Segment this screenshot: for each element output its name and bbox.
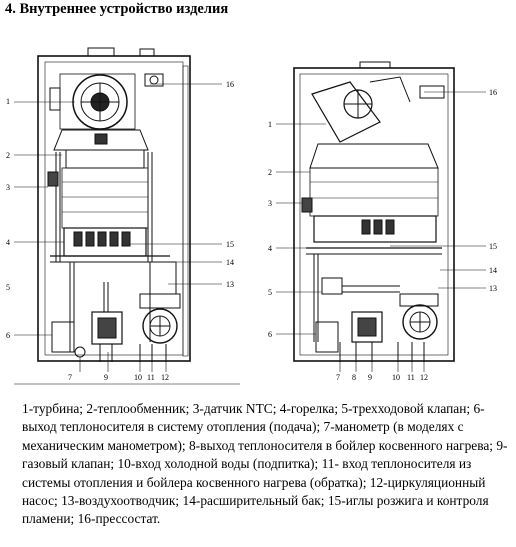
right-label-6: 6 bbox=[268, 330, 272, 339]
left-label-13: 13 bbox=[226, 280, 234, 289]
left-label-4: 4 bbox=[6, 238, 10, 247]
right-label-13: 13 bbox=[489, 284, 497, 293]
right-label-7: 7 bbox=[336, 373, 340, 382]
right-label-9: 9 bbox=[368, 373, 372, 382]
right-label-2: 2 bbox=[268, 168, 272, 177]
left-label-1: 1 bbox=[6, 97, 10, 106]
left-label-11: 11 bbox=[147, 373, 155, 382]
left-label-10: 10 bbox=[134, 373, 142, 382]
left-label-9: 9 bbox=[104, 373, 108, 382]
right-label-3: 3 bbox=[268, 199, 272, 208]
right-label-15: 15 bbox=[489, 242, 497, 251]
right-boiler-drawing bbox=[293, 61, 455, 362]
left-leader-lines bbox=[14, 83, 240, 385]
left-label-3: 3 bbox=[6, 183, 10, 192]
left-label-5: 5 bbox=[6, 283, 10, 292]
right-label-5: 5 bbox=[268, 288, 272, 297]
boiler-diagrams: 1 2 3 4 5 6 7 9 10 11 12 13 14 15 16 1 2… bbox=[0, 22, 516, 392]
right-label-8: 8 bbox=[352, 373, 356, 382]
left-label-7: 7 bbox=[68, 373, 72, 382]
right-leader-lines bbox=[276, 91, 486, 372]
left-label-6: 6 bbox=[6, 331, 10, 340]
right-label-11: 11 bbox=[407, 373, 415, 382]
legend-caption: 1-турбина; 2-теплообменник; 3-датчик NTC… bbox=[22, 401, 508, 527]
left-label-14: 14 bbox=[226, 258, 234, 267]
left-label-16: 16 bbox=[226, 80, 234, 89]
right-label-12: 12 bbox=[420, 373, 428, 382]
right-label-4: 4 bbox=[268, 244, 272, 253]
right-label-10: 10 bbox=[392, 373, 400, 382]
right-label-14: 14 bbox=[489, 266, 497, 275]
right-label-1: 1 bbox=[268, 120, 272, 129]
left-label-15: 15 bbox=[226, 240, 234, 249]
left-label-2: 2 bbox=[6, 151, 10, 160]
page-title: 4. Внутреннее устройство изделия bbox=[5, 1, 229, 17]
right-label-16: 16 bbox=[489, 88, 497, 97]
left-boiler-drawing bbox=[37, 47, 191, 362]
left-label-12: 12 bbox=[161, 373, 169, 382]
